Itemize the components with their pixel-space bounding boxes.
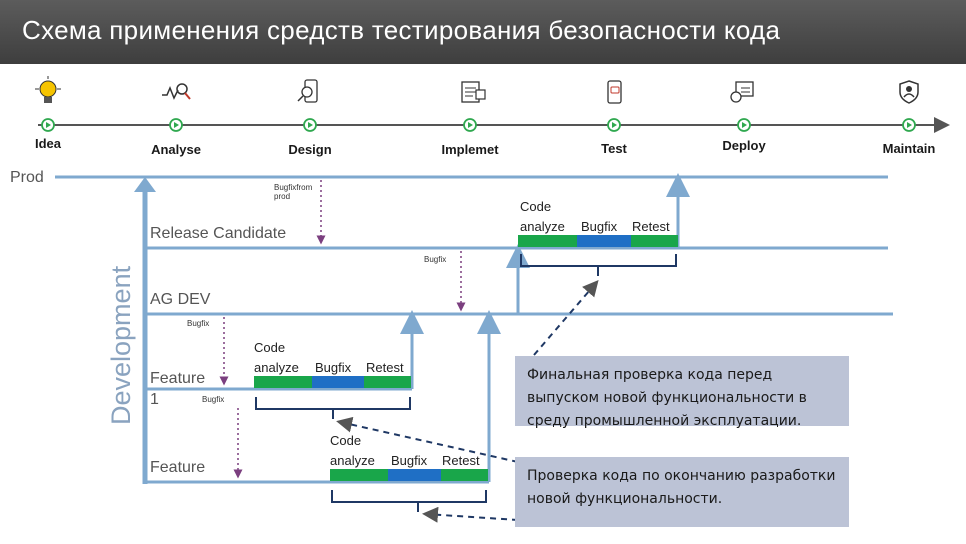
stage-label-analyze: analyze [254,360,299,375]
phase-maintain: Maintain [883,80,936,156]
play-icon [463,118,477,132]
play-icon [303,118,317,132]
phase-label: Maintain [883,141,936,156]
mobile-design-icon [297,79,318,103]
phase-label: Deploy [722,138,766,153]
env-label-ag-dev: AG DEV [150,291,211,308]
bugfix-note-from-prod-2: prod [274,192,290,201]
stage-group-feature1: Code analyze Bugfix Retest [254,340,411,419]
stage-bar-code-analyze [330,469,388,481]
stage-bracket [520,254,677,276]
stage-group-rc: Code analyze Bugfix Retest [518,199,678,276]
stage-bar-bugfix [577,235,631,247]
env-label-release-candidate: Release Candidate [150,225,286,242]
title-bar: Схема применения средств тестирования бе… [0,0,966,64]
phase-label: Design [288,142,331,157]
play-icon [169,118,183,132]
phase-label: Analyse [151,142,201,157]
stage-label-analyze: analyze [330,453,375,468]
phase-idea: Idea [35,76,62,151]
stage-label-retest: Retest [442,453,480,468]
stage-bar-retest [441,469,488,481]
stage-group-feature2: Code analyze Bugfix Retest [330,433,488,512]
callout-pointer-final [533,279,599,356]
analytics-icon [162,83,191,100]
development-label: Development [106,265,136,425]
development-axis-head [134,177,156,192]
stage-bar-code-analyze [518,235,577,247]
stage-label-analyze: analyze [520,219,565,234]
bugfix-note-feature2: Bugfix [202,395,224,404]
money-deploy-icon [730,81,754,103]
code-screen-icon [461,81,486,103]
phase-design: Design [288,79,332,157]
stage-label-bugfix: Bugfix [581,219,618,234]
play-icon [607,118,621,132]
play-icon [41,118,55,132]
stage-label-retest: Retest [366,360,404,375]
stage-label-code: Code [330,433,361,448]
bugfix-note-rc: Bugfix [424,255,446,264]
phase-label: Test [601,141,627,156]
play-icon [902,118,916,132]
lightbulb-icon [35,76,61,103]
stage-bracket [255,397,411,419]
stage-label-code: Code [254,340,285,355]
env-label-feature2: Feature [150,459,205,476]
play-icon [737,118,751,132]
phase-deploy: Deploy [722,81,766,153]
env-label-prod: Prod [10,169,44,186]
stage-bar-bugfix [312,376,364,388]
stage-label-bugfix: Bugfix [391,453,428,468]
shield-user-icon [899,80,919,104]
stage-label-bugfix: Bugfix [315,360,352,375]
stage-bar-bugfix [388,469,441,481]
stage-label-retest: Retest [632,219,670,234]
bugfix-note-feature1: Bugfix [187,319,209,328]
stage-label-code: Code [520,199,551,214]
env-label-feature1-number: 1 [150,391,159,408]
phase-analyse: Analyse [151,83,201,157]
phases-group: Idea Analyse Design Implemet Test Deploy Maint… [35,76,935,157]
stage-bar-retest [631,235,678,247]
callout-dev-check: Проверка кода по окончанию разработки но… [515,457,849,527]
callout-pointer-feature1 [336,416,519,463]
phase-implemet: Implemet [441,81,499,157]
phase-label: Idea [35,136,62,151]
callout-pointer-feature2 [422,506,519,523]
env-label-feature1: Feature [150,370,205,387]
bugfix-note-from-prod: Bugfixfrom [274,183,313,192]
page-title: Схема применения средств тестирования бе… [22,15,781,45]
mobile-chat-icon [607,80,622,104]
callout-final-check: Финальная проверка кода перед выпуском н… [515,356,849,429]
stage-bracket [331,490,487,512]
stage-bar-code-analyze [254,376,312,388]
phase-label: Implemet [441,142,499,157]
phase-test: Test [601,80,628,156]
stage-bar-retest [364,376,411,388]
